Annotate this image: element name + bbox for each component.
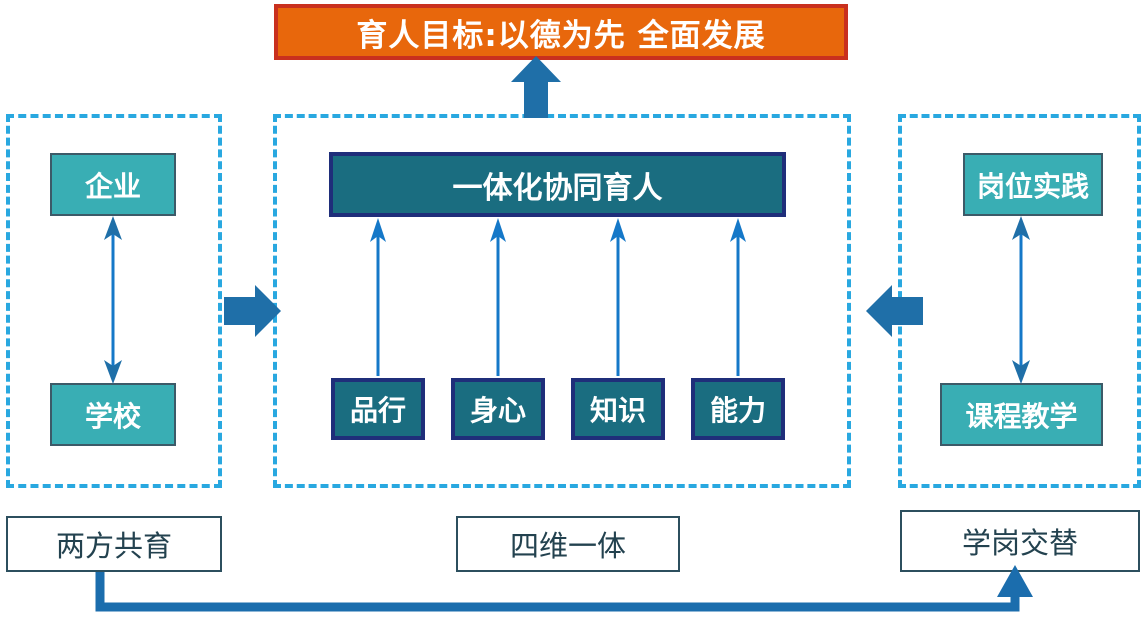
left-dashed-panel xyxy=(6,114,222,488)
node-post-practice: 岗位实践 xyxy=(963,153,1103,216)
caption-study-post-alternation: 学岗交替 xyxy=(900,510,1140,572)
node-dimension-knowledge: 知识 xyxy=(571,378,665,440)
node-course-teaching: 课程教学 xyxy=(940,383,1103,446)
caption-two-party-education: 两方共育 xyxy=(6,516,222,572)
node-integrated-collaborative-education: 一体化协同育人 xyxy=(329,152,786,217)
node-enterprise: 企业 xyxy=(50,153,176,216)
node-dimension-conduct: 品行 xyxy=(331,378,425,440)
caption-four-dimension-integration: 四维一体 xyxy=(456,516,680,572)
arrow-up-to-goal xyxy=(511,56,561,118)
goal-banner: 育人目标:以德为先 全面发展 xyxy=(274,4,848,60)
node-school: 学校 xyxy=(50,383,176,446)
node-dimension-body-mind: 身心 xyxy=(451,378,545,440)
node-dimension-ability: 能力 xyxy=(691,378,785,440)
